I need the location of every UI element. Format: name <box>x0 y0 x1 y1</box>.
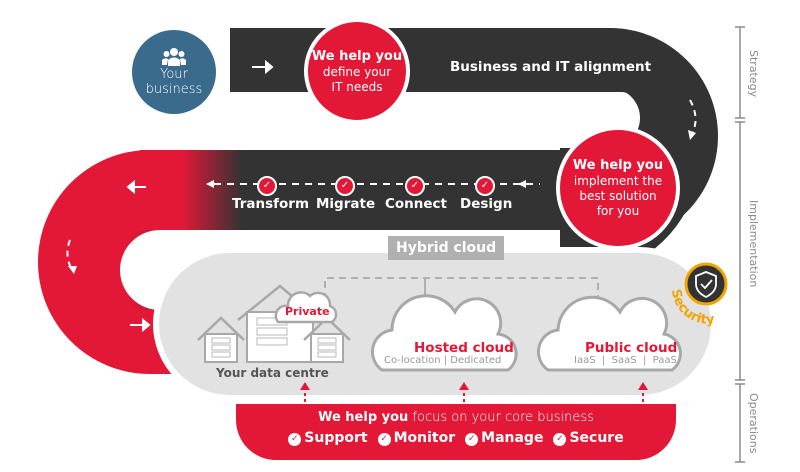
step-check-design: ✓ <box>475 176 495 196</box>
define-line2: IT needs <box>331 79 383 94</box>
implement-circle: We help you implement the best solution … <box>556 126 680 250</box>
security-badge <box>684 262 728 306</box>
people-icon <box>162 48 186 66</box>
hosted-cloud-title: Hosted cloud <box>414 340 514 356</box>
your-business-line2: business <box>145 82 203 97</box>
public-cloud-icon <box>537 295 682 372</box>
phase-strategy: Strategy <box>747 50 760 98</box>
step-migrate: Migrate <box>316 196 376 212</box>
service-secure: ✓Secure <box>553 430 624 446</box>
service-manage: ✓Manage <box>465 430 543 446</box>
step-design: Design <box>460 196 513 212</box>
check-circle-icon: ✓ <box>465 433 479 446</box>
hosted-cloud-icon <box>371 294 518 372</box>
service-support: ✓Support <box>288 430 368 446</box>
define-title: We help you <box>311 48 403 64</box>
phase-operations: Operations <box>747 393 760 454</box>
step-check-transform: ✓ <box>257 176 277 196</box>
implement-line1: implement the <box>573 174 663 188</box>
implement-line2: best solution <box>579 189 657 203</box>
step-check-migrate: ✓ <box>335 176 355 196</box>
hybrid-cloud-title: Hybrid cloud <box>388 236 505 260</box>
implement-title: We help you <box>572 158 664 173</box>
hosted-cloud-sub: Co-location | Dedicated <box>384 355 502 366</box>
implement-line3: for you <box>596 204 640 218</box>
private-label: Private <box>285 305 330 318</box>
your-business-circle: Your business <box>132 30 216 114</box>
public-cloud-sub: IaaS | SaaS | PaaS <box>574 355 677 366</box>
define-line1: define your <box>322 64 392 79</box>
step-check-connect: ✓ <box>405 176 425 196</box>
phase-implementation: Implementation <box>747 200 760 288</box>
your-business-line1: Your <box>160 67 188 82</box>
operations-band <box>236 404 676 460</box>
operations-arrows <box>304 390 644 408</box>
step-connect: Connect <box>385 196 448 212</box>
operations-title: We help you <box>318 410 409 425</box>
data-centre-label: Your data centre <box>216 366 329 380</box>
check-circle-icon: ✓ <box>553 433 567 446</box>
operations-heading: We help you focus on your core business <box>236 410 676 425</box>
operations-services: ✓Support ✓Monitor ✓Manage ✓Secure <box>236 430 676 446</box>
service-monitor: ✓Monitor <box>377 430 455 446</box>
define-needs-circle: We help you define your IT needs <box>304 18 410 124</box>
operations-rest: focus on your core business <box>408 410 594 425</box>
phase-brackets <box>735 26 745 463</box>
shield-check-icon <box>695 271 717 299</box>
public-cloud-title: Public cloud <box>585 340 678 356</box>
check-circle-icon: ✓ <box>288 433 302 446</box>
check-circle-icon: ✓ <box>377 433 391 446</box>
step-transform: Transform <box>232 196 310 212</box>
flow-arrows <box>126 59 274 333</box>
alignment-label: Business and IT alignment <box>450 59 652 75</box>
private-cloud-icon <box>274 291 338 324</box>
